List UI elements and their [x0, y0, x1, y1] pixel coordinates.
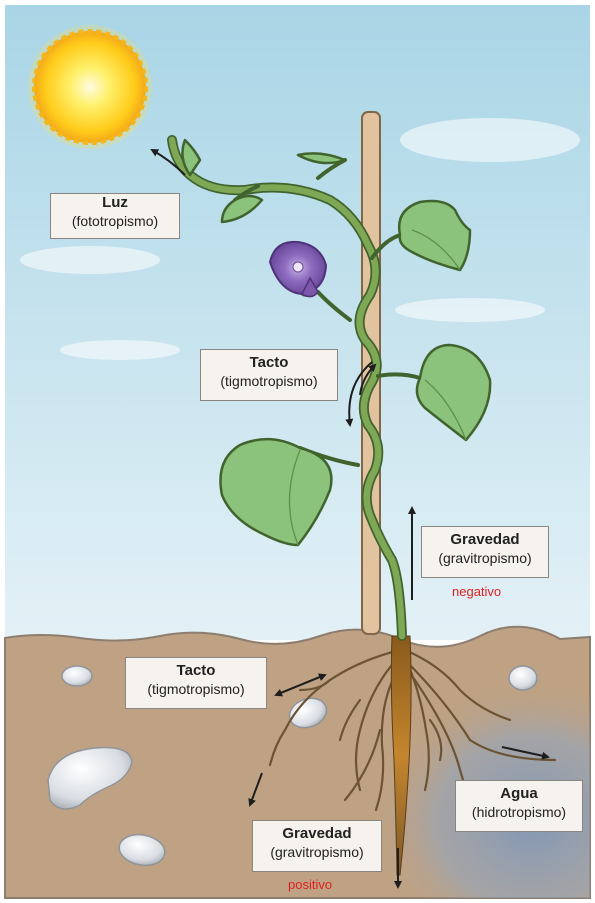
label-tacto-root: Tacto (tigmotropismo) [125, 657, 267, 709]
stone-icon [62, 666, 92, 686]
label-agua: Agua (hidrotropismo) [455, 780, 583, 832]
label-positivo: positivo [288, 877, 332, 892]
label-agua-title: Agua [456, 785, 582, 804]
label-gravedad-stem: Gravedad (gravitropismo) [421, 526, 549, 578]
label-gravedad-stem-title: Gravedad [422, 531, 548, 550]
label-agua-subtitle: (hidrotropismo) [456, 804, 582, 822]
label-tacto-root-title: Tacto [126, 662, 266, 681]
label-tacto-root-subtitle: (tigmotropismo) [126, 681, 266, 699]
label-tacto-stem: Tacto (tigmotropismo) [200, 349, 338, 401]
label-gravedad-stem-subtitle: (gravitropismo) [422, 550, 548, 568]
label-gravedad-root-title: Gravedad [253, 825, 381, 844]
label-gravedad-root: Gravedad (gravitropismo) [252, 820, 382, 872]
label-luz-subtitle: (fototropismo) [51, 213, 179, 231]
label-luz-title: Luz [51, 194, 179, 213]
label-tacto-stem-title: Tacto [201, 354, 337, 373]
label-tacto-stem-subtitle: (tigmotropismo) [201, 373, 337, 391]
label-luz: Luz (fototropismo) [50, 193, 180, 239]
sun-icon [28, 25, 152, 149]
label-gravedad-root-subtitle: (gravitropismo) [253, 844, 381, 862]
label-negativo: negativo [452, 584, 501, 599]
stone-icon [509, 666, 537, 690]
